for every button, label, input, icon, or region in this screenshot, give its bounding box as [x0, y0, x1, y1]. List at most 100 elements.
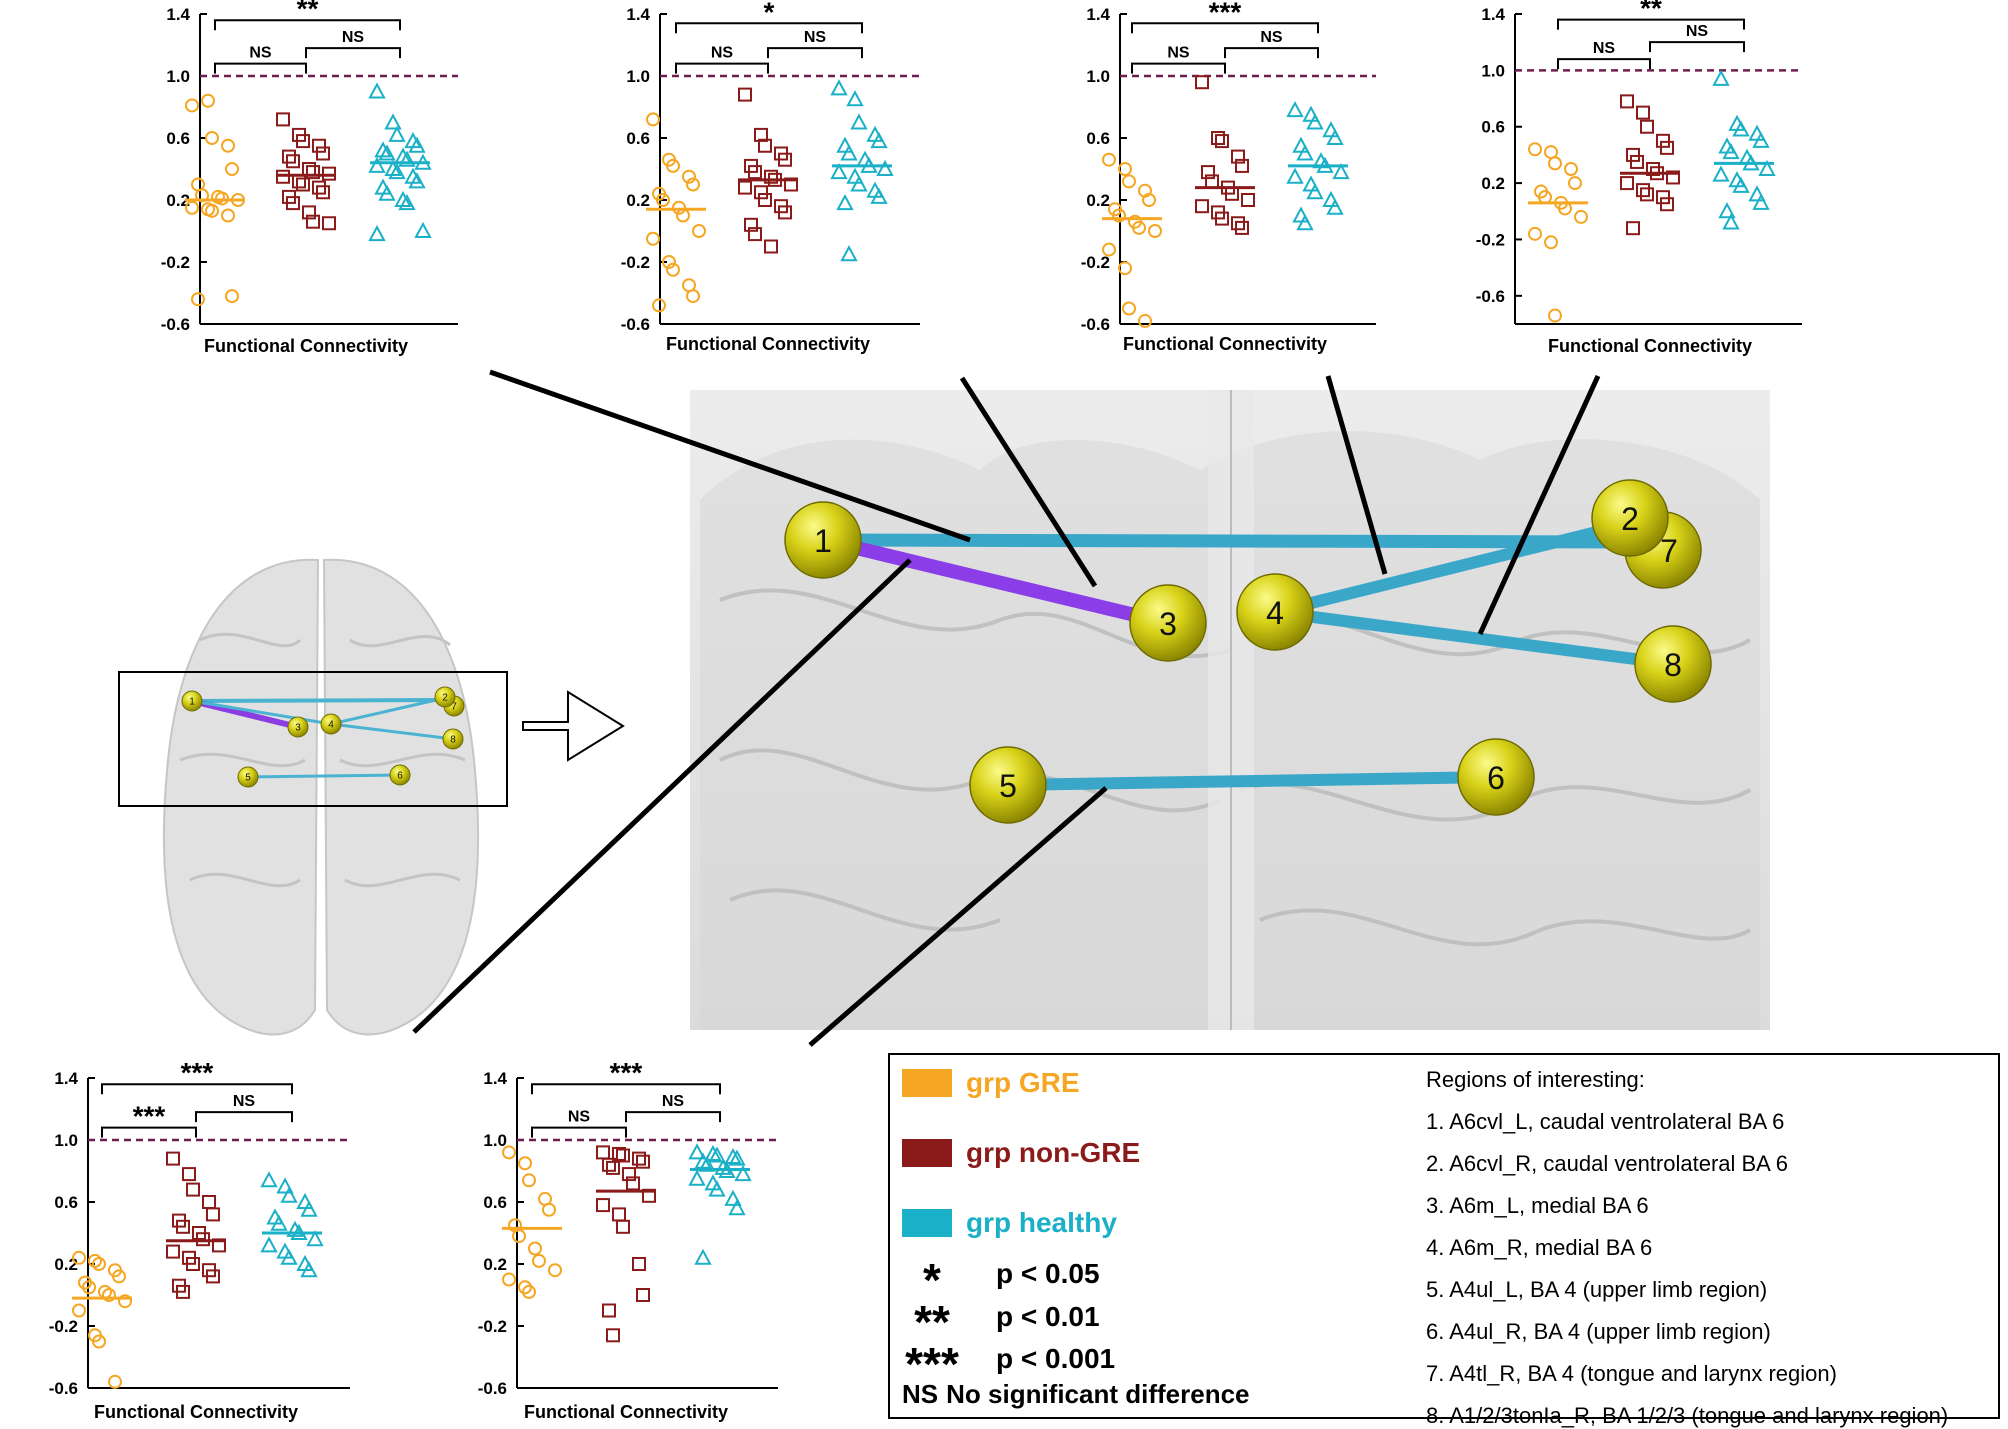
healthy-point	[280, 1186, 298, 1203]
y-tick-label: 0.6	[483, 1193, 507, 1212]
significance-bracket	[1557, 58, 1651, 70]
nongre-point	[1656, 190, 1670, 205]
nongre-point	[1626, 221, 1640, 236]
y-tick-label: 1.4	[483, 1069, 507, 1088]
healthy-point	[1752, 193, 1770, 210]
healthy-point	[368, 224, 386, 242]
significance-label: **	[297, 0, 319, 24]
gre-point	[518, 1156, 532, 1171]
healthy-point	[398, 193, 416, 211]
healthy-point	[388, 125, 406, 142]
healthy-point	[688, 1143, 706, 1160]
nongre-point	[206, 1269, 220, 1284]
node-sphere-4	[1236, 573, 1314, 651]
overview-node-6	[389, 764, 411, 786]
significance-bracket	[101, 1083, 293, 1095]
healthy-point	[1732, 120, 1750, 137]
gre-point	[185, 98, 199, 113]
healthy-point	[398, 150, 416, 167]
gre-point	[108, 1374, 122, 1389]
node-sphere-6	[1457, 738, 1535, 816]
healthy-point	[368, 82, 386, 99]
regions-title: Regions of interesting:	[1426, 1067, 1645, 1092]
significance-bracket	[305, 47, 401, 59]
nongre-point	[632, 1257, 646, 1271]
nongre-point	[1215, 134, 1229, 149]
y-tick-label: 0.6	[626, 129, 650, 148]
region-item-3: 3. A6m_L, medial BA 6	[1426, 1193, 1649, 1218]
x-axis-label: Functional Connectivity	[1123, 334, 1327, 354]
healthy-point	[704, 1144, 722, 1161]
healthy-point	[846, 90, 864, 107]
nongre-point	[166, 1151, 180, 1166]
y-tick-label: 1.0	[1086, 67, 1110, 86]
gre-point	[692, 224, 706, 238]
gre-point	[102, 1288, 116, 1302]
nongre-point	[778, 152, 792, 167]
healthy-point	[708, 1146, 726, 1163]
significance-bracket	[675, 62, 769, 74]
nongre-point	[176, 1284, 190, 1299]
nongre-point	[754, 127, 768, 142]
significance-bracket	[531, 1083, 721, 1095]
significance-label: ***	[133, 1101, 166, 1132]
y-tick-label: -0.6	[49, 1379, 78, 1398]
gre-point	[686, 289, 700, 304]
nongre-point	[282, 149, 296, 164]
nongre-point	[596, 1145, 610, 1160]
significance-label: **	[1640, 0, 1662, 24]
significance-bracket	[1131, 62, 1226, 74]
y-tick-label: -0.2	[1476, 230, 1505, 249]
y-tick-label: 1.0	[1481, 61, 1505, 80]
healthy-point	[1722, 142, 1740, 160]
healthy-point	[728, 1149, 746, 1166]
gre-point	[528, 1241, 542, 1256]
nongre-point	[316, 146, 330, 161]
nongre-point	[636, 1288, 650, 1302]
gre-point	[1118, 162, 1132, 176]
nongre-point	[206, 1207, 220, 1222]
nongre-point	[286, 196, 300, 211]
nongre-point	[612, 1146, 626, 1161]
gre-point	[92, 1334, 106, 1349]
nongre-point	[748, 227, 762, 242]
x-axis-label: Functional Connectivity	[1548, 336, 1752, 356]
nongre-point	[302, 205, 316, 220]
y-tick-label: 1.4	[626, 5, 650, 24]
y-tick-label: 1.4	[166, 5, 190, 24]
gre-point	[72, 1250, 86, 1265]
nongre-point	[1626, 147, 1640, 162]
gre-point	[1528, 142, 1542, 157]
gre-point	[652, 298, 666, 313]
gre-point	[205, 131, 219, 145]
y-tick-label: 0.2	[166, 191, 190, 210]
legend-label-healthy: grp healthy	[966, 1207, 1117, 1238]
nongre-point	[612, 1207, 626, 1222]
healthy-point	[296, 1192, 314, 1209]
healthy-point	[384, 113, 402, 130]
y-tick-label: 0.2	[626, 191, 650, 210]
gre-point	[662, 255, 676, 269]
nongre-point	[1235, 220, 1249, 235]
y-tick-label: 0.2	[54, 1255, 78, 1274]
healthy-point	[374, 141, 392, 158]
y-tick-label: -0.6	[621, 315, 650, 334]
gre-point	[666, 262, 680, 277]
gre-point	[532, 1253, 546, 1268]
node-label-5: 5	[999, 768, 1017, 804]
nongre-point	[166, 1244, 180, 1259]
healthy-point	[1712, 165, 1730, 182]
legend-swatch-gre	[902, 1069, 952, 1097]
healthy-point	[280, 1248, 298, 1265]
significance-label: ***	[610, 1057, 643, 1088]
gre-point	[1102, 242, 1116, 257]
significance-bracket	[767, 47, 863, 59]
healthy-point	[270, 1214, 288, 1231]
nongre-point	[758, 138, 772, 153]
legend-label-nongre: grp non-GRE	[966, 1137, 1141, 1168]
gre-point	[522, 1284, 536, 1299]
nongre-point	[316, 185, 330, 200]
